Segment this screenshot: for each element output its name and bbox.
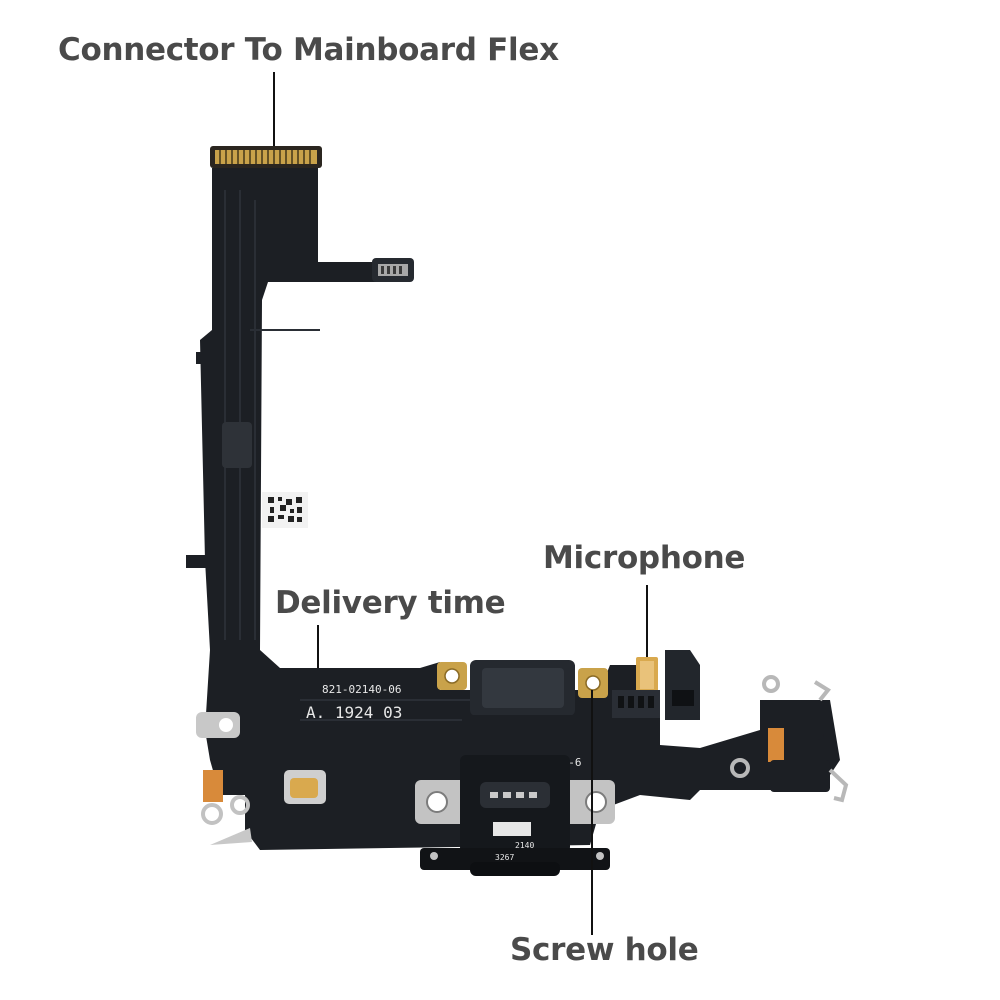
foam-pad <box>222 422 252 468</box>
callout-screw-hole: Screw hole <box>510 932 699 968</box>
port-screw-hole-left <box>426 791 448 813</box>
screw-tab-right <box>578 668 608 698</box>
screw-tab-left <box>437 662 467 690</box>
microphone-module <box>612 650 700 720</box>
leader-line-microphone <box>646 585 648 657</box>
callout-delivery-time: Delivery time <box>275 585 506 621</box>
leader-line-connector <box>273 72 275 148</box>
callout-connector-to-mainboard-flex: Connector To Mainboard Flex <box>58 32 559 68</box>
leader-line-delivery <box>317 625 319 693</box>
qr-sticker <box>262 492 308 528</box>
right-end-module <box>762 700 830 792</box>
speaker-base <box>462 715 577 745</box>
pcb-date-code: A. 1924 03 <box>306 703 402 722</box>
mainboard-connector <box>210 146 322 168</box>
leader-line-screw-hole <box>591 690 593 935</box>
pcb-part-number: 821-02140-06 <box>322 683 401 696</box>
callout-microphone: Microphone <box>543 540 746 576</box>
speaker-block <box>470 660 575 716</box>
steel-brackets-right <box>730 675 849 803</box>
charging-port-assembly: 2140 3267 <box>415 755 615 876</box>
side-connector <box>372 258 414 282</box>
port-code-2: 3267 <box>495 853 514 862</box>
port-code-1: 2140 <box>515 841 534 850</box>
port-screw-hole-right <box>585 791 607 813</box>
flex-cable-body <box>186 168 840 850</box>
left-bracket-assembly <box>196 712 326 845</box>
